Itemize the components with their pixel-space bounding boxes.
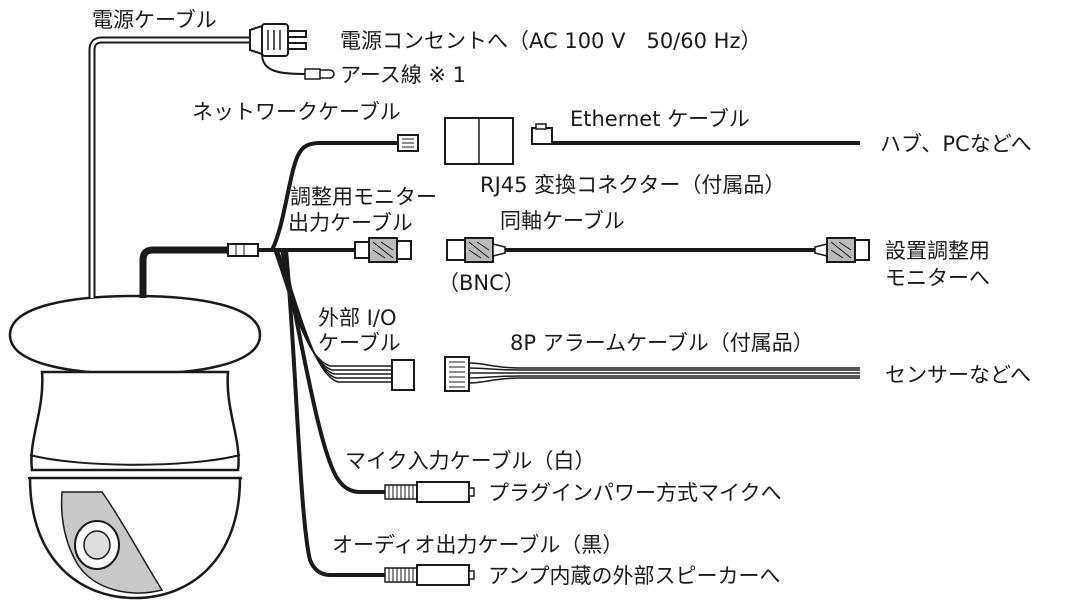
network-cable-label: ネットワークケーブル xyxy=(192,100,401,124)
power-cable-label: 電源ケーブル xyxy=(92,8,217,32)
external-io-label-line1: 外部 I/O xyxy=(318,306,396,330)
camera-trunk-cable xyxy=(139,243,272,298)
dome-camera xyxy=(8,294,262,600)
audio-output-cable xyxy=(284,249,475,586)
coax-cable-label: 同軸ケーブル xyxy=(500,209,625,233)
power-cable xyxy=(88,36,250,298)
monitor-output-label-line1: 調整用モニター xyxy=(290,185,437,209)
alarm-cable-label: 8P アラームケーブル（付属品） xyxy=(510,331,814,355)
monitor-output-label-line2: 出力ケーブル xyxy=(288,211,413,235)
to-mic-label: プラグインパワー方式マイクへ xyxy=(488,481,782,505)
alarm-cable-connector xyxy=(444,356,470,392)
rj45-adapter-label: RJ45 変換コネクター（付属品） xyxy=(480,173,785,197)
power-plug xyxy=(249,23,307,57)
to-monitor-label-line1: 設置調整用 xyxy=(885,239,990,263)
ground-wire-label: アース線 ※ 1 xyxy=(340,63,466,87)
to-outlet-label: 電源コンセントへ（AC 100 V 50/60 Hz） xyxy=(340,29,761,53)
ground-wire xyxy=(261,53,335,80)
network-cable xyxy=(270,134,419,251)
rj45-adapter xyxy=(444,117,553,165)
bnc-label: （BNC） xyxy=(438,271,525,295)
coax-cable xyxy=(446,237,870,263)
external-io-connector xyxy=(391,359,415,391)
mic-input-cable xyxy=(280,249,475,503)
to-sensor-label: センサーなどへ xyxy=(885,363,1031,387)
audio-output-label: オーディオ出力ケーブル（黒） xyxy=(332,533,623,557)
ethernet-cable-label: Ethernet ケーブル xyxy=(570,107,750,131)
monitor-output-cable xyxy=(272,237,412,263)
mic-input-label: マイク入力ケーブル（白） xyxy=(345,449,595,473)
external-io-label-line2: ケーブル xyxy=(318,331,401,355)
alarm-cable xyxy=(468,362,860,384)
to-hub-label: ハブ、PCなどへ xyxy=(880,132,1032,156)
external-io-cable xyxy=(273,249,392,383)
to-speaker-label: アンプ内蔵の外部スピーカーへ xyxy=(488,564,781,588)
to-monitor-label-line2: モニターへ xyxy=(885,266,990,290)
